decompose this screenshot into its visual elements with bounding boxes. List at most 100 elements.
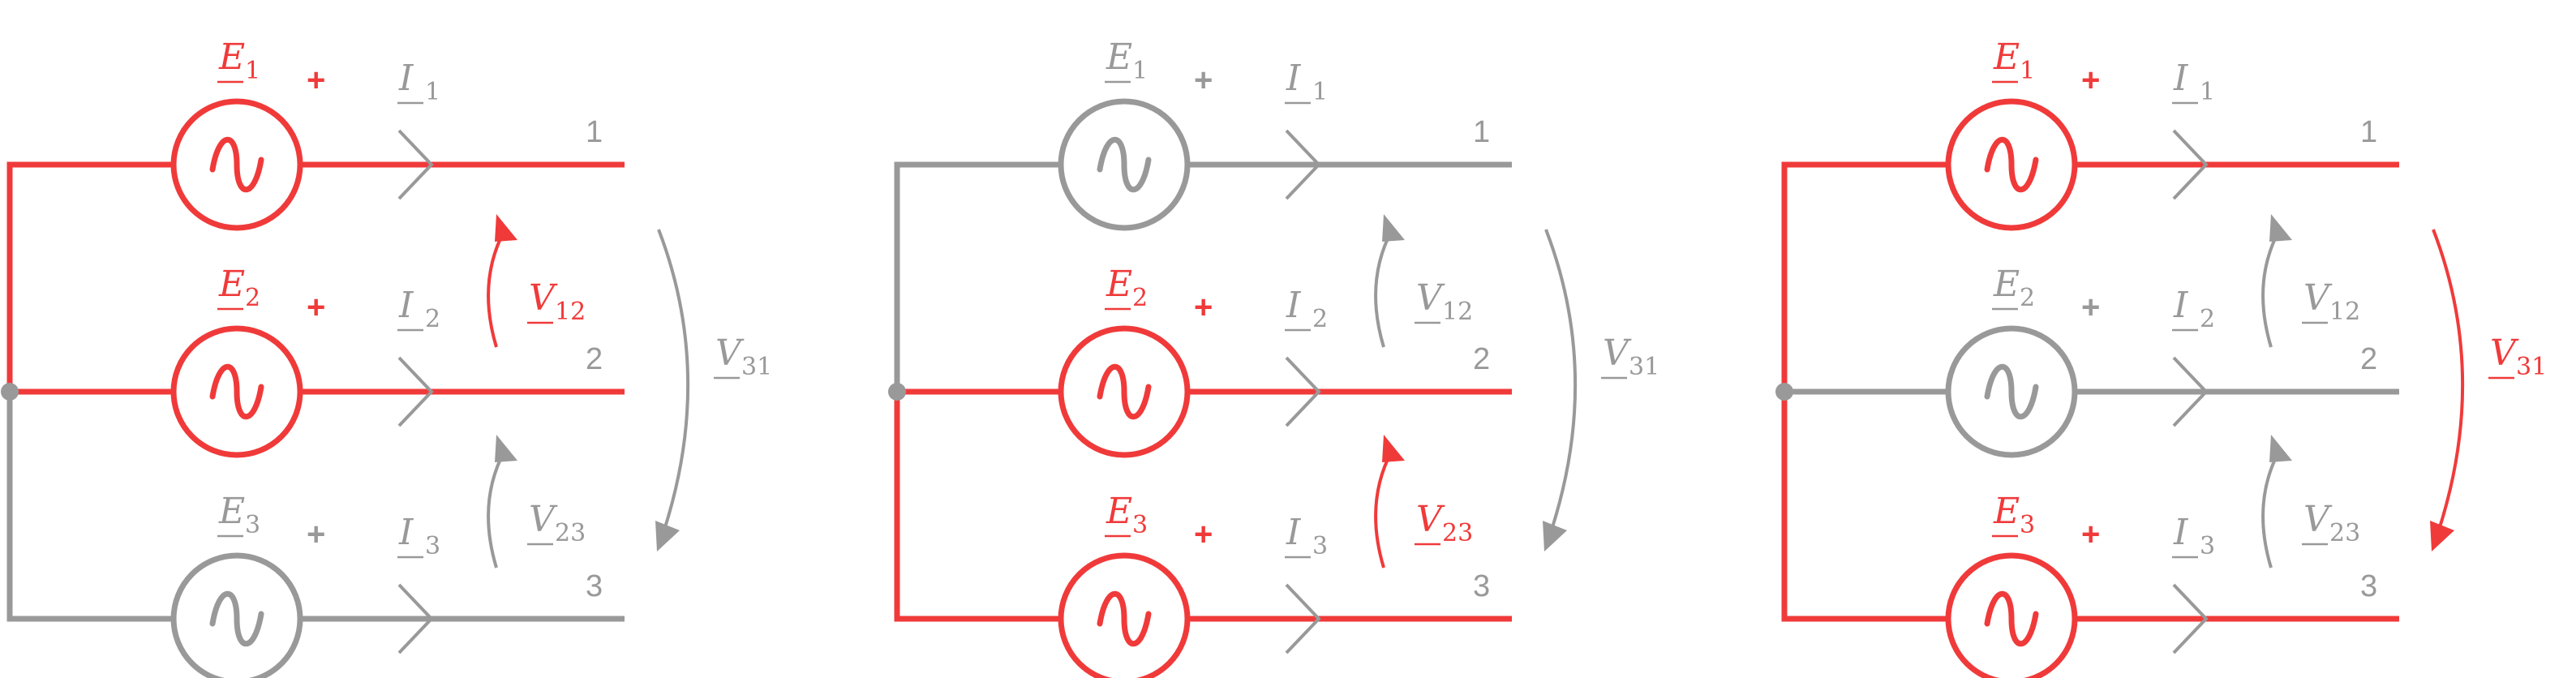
- label-i1-symbol: I: [398, 58, 414, 99]
- wire-bus-1: [1781, 161, 1947, 392]
- label-e2-subscript: 2: [1132, 284, 1148, 312]
- wire-bus-1: [6, 161, 172, 392]
- label-v31-symbol: V: [715, 333, 745, 374]
- label-v23-subscript: 23: [555, 519, 586, 547]
- label-i1-subscript: 1: [1312, 78, 1328, 106]
- terminal-3: 3: [2360, 569, 2377, 603]
- arrowhead-icon: [2430, 521, 2454, 551]
- label-v12-symbol: V: [1416, 277, 1445, 319]
- label-e1-symbol: E: [1993, 36, 2020, 78]
- label-i1-symbol: I: [1286, 58, 1302, 99]
- polarity-plus-3: +: [2081, 517, 2100, 552]
- terminal-2: 2: [1473, 342, 1490, 376]
- current-arrow-3: [2172, 583, 2209, 654]
- label-v12-subscript: 12: [2329, 298, 2360, 326]
- arrowhead-icon: [2269, 435, 2292, 462]
- label-e2-symbol: E: [1106, 264, 1132, 305]
- label-v23-symbol: V: [1416, 499, 1445, 540]
- sine-wave-icon: [1984, 590, 2039, 647]
- label-i2-symbol: I: [398, 285, 414, 326]
- polarity-plus-3: +: [307, 517, 325, 552]
- current-arrow-1: [397, 129, 434, 200]
- polarity-plus-2: +: [307, 290, 325, 325]
- label-v31-subscript: 31: [741, 353, 772, 381]
- arrowhead-icon: [1543, 521, 1567, 551]
- label-i3-symbol: I: [1286, 512, 1302, 553]
- label-e1-subscript: 1: [1132, 57, 1148, 85]
- voltage-arc-v23: [487, 450, 506, 569]
- label-i2-symbol: I: [2173, 285, 2189, 326]
- current-arrow-1: [1285, 129, 1321, 200]
- wire-bus-3: [1781, 392, 1947, 622]
- label-v23-subscript: 23: [2329, 519, 2360, 547]
- voltage-arc-v31: [2432, 229, 2465, 528]
- label-e2-subscript: 2: [2020, 284, 2035, 312]
- label-v31-symbol: V: [2490, 333, 2519, 374]
- arrowhead-icon: [495, 214, 517, 242]
- voltage-arc-v31: [657, 229, 690, 528]
- label-e3-symbol: E: [1993, 491, 2020, 532]
- sine-wave-icon: [1097, 590, 1152, 647]
- label-i3-symbol: I: [398, 512, 414, 553]
- label-v12-symbol: V: [529, 277, 558, 319]
- terminal-2: 2: [2360, 342, 2377, 376]
- label-e2-symbol: E: [218, 264, 245, 305]
- terminal-2: 2: [586, 342, 603, 376]
- terminal-1: 1: [586, 115, 603, 149]
- voltage-arc-v12: [1374, 230, 1393, 348]
- sine-wave-icon: [1097, 363, 1152, 420]
- arrowhead-icon: [495, 435, 517, 462]
- voltage-arc-v23: [2261, 450, 2281, 569]
- voltage-arc-v31: [1544, 229, 1578, 528]
- label-e1-subscript: 1: [2020, 57, 2035, 85]
- label-i3-subscript: 3: [2200, 532, 2215, 560]
- terminal-1: 1: [1473, 115, 1490, 149]
- voltage-arc-v23: [1374, 450, 1393, 569]
- current-arrow-3: [397, 583, 434, 654]
- sine-wave-icon: [1984, 136, 2039, 193]
- label-v12-subscript: 12: [555, 298, 586, 326]
- label-v23-subscript: 23: [1442, 519, 1473, 547]
- label-v31-symbol: V: [1603, 333, 1632, 374]
- current-arrow-2: [2172, 356, 2209, 427]
- polarity-plus-2: +: [2081, 290, 2100, 325]
- terminal-3: 3: [586, 569, 603, 603]
- label-v12-symbol: V: [2303, 277, 2333, 319]
- label-i2-subscript: 2: [1312, 305, 1328, 333]
- label-i1-subscript: 1: [425, 78, 440, 106]
- neutral-node: [1775, 383, 1793, 401]
- sine-wave-icon: [1984, 363, 2039, 420]
- wire-bus-3: [6, 392, 172, 622]
- label-v12-subscript: 12: [1442, 298, 1473, 326]
- polarity-plus-1: +: [2081, 62, 2100, 98]
- polarity-plus-1: +: [307, 62, 325, 98]
- arrowhead-icon: [655, 521, 680, 551]
- sine-wave-icon: [209, 136, 264, 193]
- label-v23-symbol: V: [529, 499, 558, 540]
- label-e1-subscript: 1: [245, 57, 260, 85]
- label-i3-symbol: I: [2173, 512, 2189, 553]
